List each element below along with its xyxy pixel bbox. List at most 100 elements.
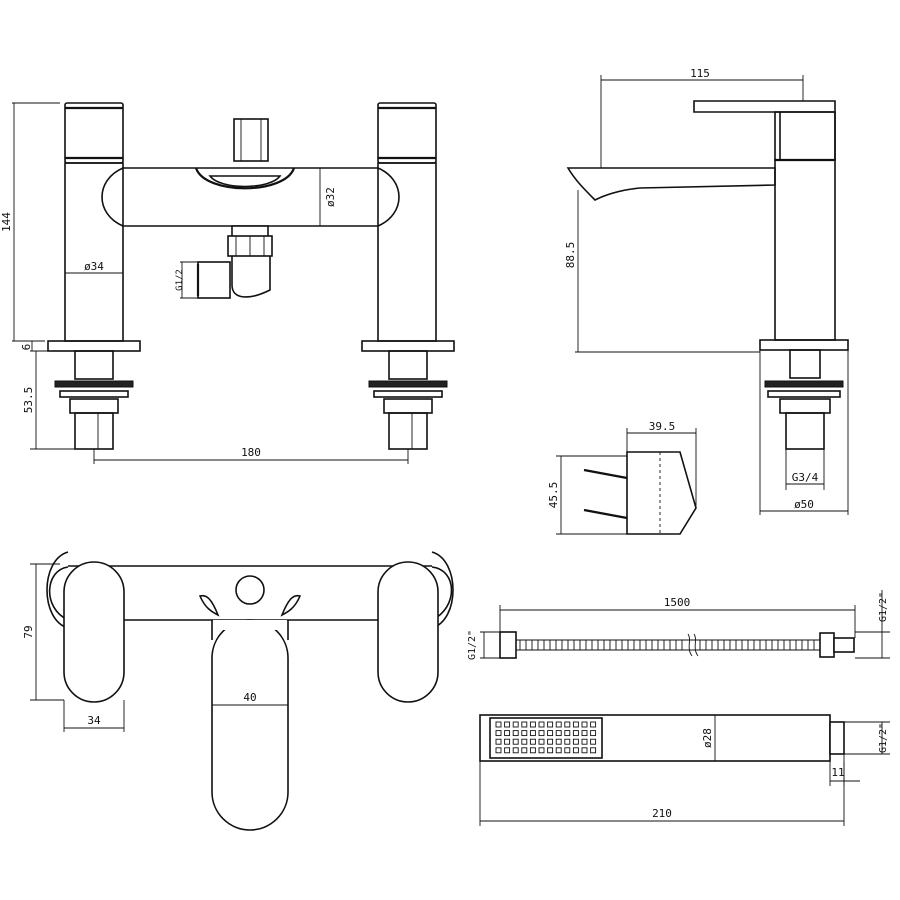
spray-hole — [547, 730, 554, 737]
top-left-handle — [63, 561, 125, 703]
dim-top-34: 34 — [87, 714, 101, 727]
left-handle — [64, 102, 124, 164]
spray-hole — [564, 721, 571, 728]
dim-base-50: ø50 — [794, 498, 814, 511]
mixer-cartridge — [774, 111, 836, 161]
spray-hole — [529, 730, 536, 737]
spray-hole — [529, 738, 536, 745]
dim-hose-left-thread: G1/2" — [467, 630, 478, 660]
spray-hole — [504, 721, 511, 728]
spray-hole — [529, 721, 536, 728]
spray-hole — [538, 738, 545, 745]
dim-height-144: 144 — [0, 212, 13, 232]
bath-filler-front-view: 144 6 53.5 ø34 ø32 G1/2 180 — [0, 102, 455, 464]
right-handle — [377, 102, 437, 164]
spray-hole — [538, 730, 545, 737]
dim-centres-180: 180 — [241, 446, 261, 459]
dim-bracket-39-5: 39.5 — [649, 420, 676, 433]
spray-hole — [547, 721, 554, 728]
hose-left-nut — [499, 631, 517, 659]
top-spout-lever — [211, 619, 289, 831]
spray-holes — [495, 721, 597, 754]
basin-mixer-side-view: 115 88.5 G3/4 ø50 — [564, 67, 849, 515]
spray-hole — [555, 730, 562, 737]
dim-outlet-g12: G1/2 — [175, 269, 185, 291]
spray-hole — [564, 738, 571, 745]
dim-hose-1500: 1500 — [664, 596, 691, 609]
diverter-knob — [233, 118, 269, 162]
spray-hole — [538, 747, 545, 754]
spray-hole — [495, 747, 502, 754]
dim-shower-28: ø28 — [701, 728, 714, 748]
side-shank — [785, 412, 825, 450]
dim-spout-88-5: 88.5 — [564, 242, 577, 269]
wall-bracket: 39.5 45.5 — [547, 420, 697, 535]
spray-hole — [590, 747, 597, 754]
spray-hole — [512, 730, 519, 737]
top-right-handle — [377, 561, 439, 703]
dim-shower-thread: G1/2" — [878, 723, 889, 753]
spray-hole — [555, 738, 562, 745]
spray-hole — [512, 738, 519, 745]
right-pillar — [377, 162, 437, 342]
hose-outlet — [197, 261, 231, 299]
left-pillar — [64, 162, 124, 342]
dim-pillar-34: ø34 — [84, 260, 104, 273]
spray-hole — [555, 747, 562, 754]
mixer-body — [774, 159, 836, 341]
spray-hole — [547, 738, 554, 745]
hose-cone — [819, 632, 835, 658]
top-end-caps — [48, 566, 453, 621]
spray-hole — [512, 747, 519, 754]
spray-hole — [581, 738, 588, 745]
spray-hole — [521, 721, 528, 728]
spray-hole — [572, 721, 579, 728]
spray-hole — [495, 730, 502, 737]
spray-hole — [572, 738, 579, 745]
spray-hole — [495, 738, 502, 745]
right-shank — [388, 412, 428, 450]
hose-right-nut — [833, 637, 855, 653]
spray-hole — [504, 730, 511, 737]
side-base-plate — [759, 339, 849, 351]
left-base-plate — [47, 340, 141, 352]
spray-hole — [521, 747, 528, 754]
dim-shower-210: 210 — [652, 807, 672, 820]
spray-hole — [521, 738, 528, 745]
hand-shower: ø28 G1/2" 11 210 — [479, 714, 890, 826]
diverter-cup — [194, 167, 296, 190]
spray-hole — [581, 721, 588, 728]
spray-hole — [590, 730, 597, 737]
spray-hole — [564, 747, 571, 754]
spray-hole — [521, 730, 528, 737]
spray-hole — [590, 738, 597, 745]
spray-hole — [564, 730, 571, 737]
lever-handle — [693, 100, 836, 113]
dim-hose-right-thread: G1/2" — [878, 592, 889, 622]
hand-shower-connector — [829, 721, 845, 755]
spray-hole — [547, 747, 554, 754]
spray-hole — [538, 721, 545, 728]
top-diverter — [235, 575, 265, 605]
dim-body-32: ø32 — [324, 187, 337, 207]
spray-hole — [495, 721, 502, 728]
dim-shank-53-5: 53.5 — [22, 387, 35, 414]
left-shank — [74, 412, 114, 450]
spray-hole — [555, 721, 562, 728]
spray-hole — [572, 730, 579, 737]
dim-top-40: 40 — [243, 691, 256, 704]
bracket-body — [626, 451, 697, 535]
bath-filler-top-view: 79 34 40 — [22, 551, 454, 831]
spray-hole — [581, 730, 588, 737]
spray-hole — [504, 738, 511, 745]
spout — [566, 167, 776, 201]
dim-shank-g34: G3/4 — [792, 471, 819, 484]
spray-hole — [529, 747, 536, 754]
dim-plate-6: 6 — [20, 344, 33, 351]
spray-hole — [504, 747, 511, 754]
spray-hole — [512, 721, 519, 728]
shower-hose: 1500 G1/2" G1/2" — [467, 590, 890, 660]
spray-hole — [590, 721, 597, 728]
spray-hole — [581, 747, 588, 754]
